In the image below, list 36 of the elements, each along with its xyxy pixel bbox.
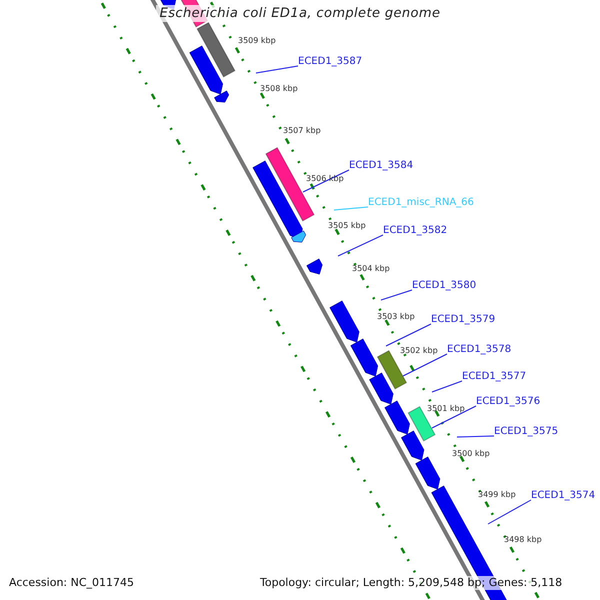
- leader-line: [302, 170, 350, 192]
- position-label: 3501 kbp: [427, 404, 465, 414]
- position-label: 3498 kbp: [504, 535, 542, 545]
- position-label: 3500 kbp: [452, 449, 490, 459]
- position-label: 3505 kbp: [328, 221, 366, 231]
- leader-line: [256, 66, 298, 74]
- gene-label: ECED1_misc_RNA_66: [368, 197, 474, 209]
- gene-label: ECED1_3574: [531, 490, 596, 502]
- position-label: 3509 kbp: [238, 36, 276, 46]
- gene-label: ECED1_3576: [476, 396, 540, 408]
- gene-label: ECED1_3575: [494, 426, 558, 438]
- position-label: 3507 kbp: [283, 126, 321, 136]
- position-label: 3508 kbp: [260, 84, 298, 94]
- leader-line: [456, 436, 494, 438]
- leader-line: [432, 380, 462, 392]
- position-label: 3499 kbp: [478, 490, 516, 500]
- position-label: 3506 kbp: [306, 174, 344, 184]
- gene-label: ECED1_3584: [349, 160, 414, 172]
- gene-label: ECED1_3577: [462, 371, 526, 383]
- leader-line: [380, 290, 412, 300]
- gene-label: ECED1_3579: [431, 314, 496, 326]
- gene-label: ECED1_3582: [383, 225, 448, 237]
- leader-line: [338, 234, 384, 256]
- footer-text: Accession: NC_011745: [9, 576, 134, 590]
- position-label: 3502 kbp: [400, 346, 438, 356]
- gene-label: ECED1_3580: [412, 280, 476, 292]
- gene-label: ECED1_3578: [447, 344, 512, 356]
- leader-line: [386, 324, 432, 346]
- leader-line: [402, 354, 448, 376]
- footer-text: Topology: circular; Length: 5,209,548 bp; Genes: 5,118: [260, 576, 562, 590]
- leader-line: [488, 500, 532, 524]
- position-label: 3504 kbp: [352, 264, 390, 274]
- leader-line: [334, 206, 368, 210]
- position-label: 3503 kbp: [377, 312, 415, 322]
- leader-line: [432, 406, 476, 428]
- gene-label: ECED1_3587: [298, 56, 362, 68]
